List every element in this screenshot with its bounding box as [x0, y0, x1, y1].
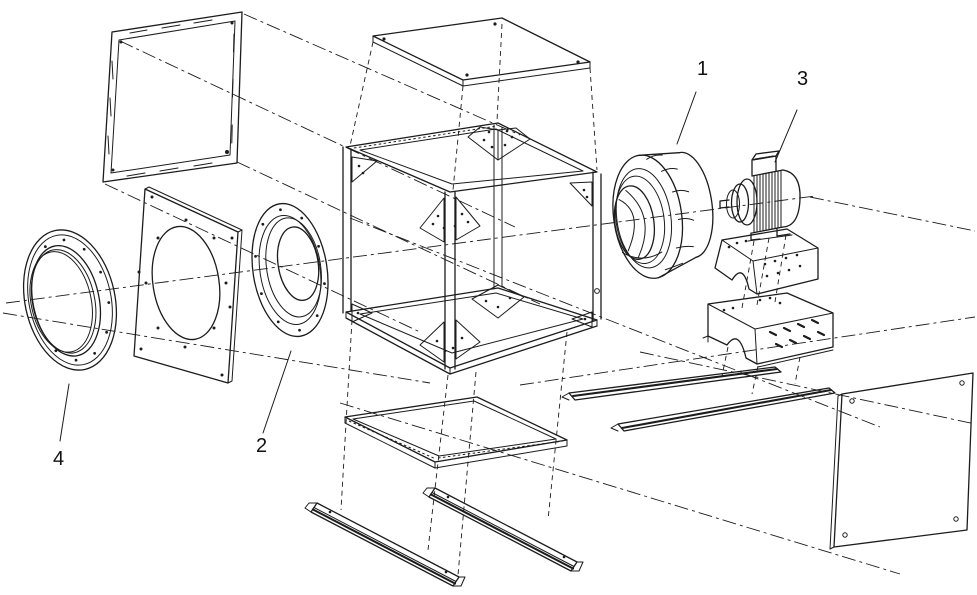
motor-terminal-box — [751, 150, 780, 176]
part-top-panel — [372, 17, 591, 87]
cone-bolt-holes — [254, 208, 326, 332]
part-base-rail-b — [422, 487, 584, 572]
callout-1: 1 — [676, 58, 708, 145]
impeller-blades — [618, 154, 695, 271]
callout-1-label: 1 — [697, 58, 708, 80]
callout-1-leader — [676, 91, 697, 145]
motor-end-bell — [782, 169, 801, 228]
part-bottom-pan — [344, 396, 568, 469]
motor-fins — [753, 169, 782, 234]
part-slide-strip-a — [561, 366, 782, 401]
part-side-panel-right — [829, 372, 974, 550]
ring-bolt-holes — [43, 238, 111, 362]
callout-3-label: 3 — [797, 68, 808, 90]
part-motor-mount-upper — [714, 228, 819, 295]
callout-2: 2 — [256, 350, 292, 457]
part-side-panel-left — [102, 11, 243, 183]
part-motor-mount-lower — [702, 292, 834, 368]
part-inlet-flange-ring — [22, 229, 118, 371]
centerlines — [2, 13, 976, 575]
frame-post-hole — [594, 288, 600, 294]
callout-3-leader — [774, 109, 798, 163]
part-inlet-panel — [133, 186, 243, 384]
part-slide-strip-b — [610, 387, 836, 432]
assembly-guide-lines — [340, 23, 801, 576]
callout-2-leader — [262, 350, 292, 434]
callout-4: 4 — [53, 383, 70, 470]
part-inlet-cone — [251, 202, 329, 338]
panel-bolt-holes — [137, 195, 234, 377]
callout-3: 3 — [774, 68, 808, 163]
part-fan-impeller — [612, 151, 714, 279]
callout-4-leader — [59, 383, 70, 442]
mount-rivets — [722, 296, 826, 349]
motor-shaft — [719, 199, 730, 209]
callout-4-label: 4 — [53, 448, 64, 470]
part-electric-motor — [719, 150, 801, 242]
part-base-rail-a — [304, 502, 466, 587]
callout-2-label: 2 — [256, 435, 267, 457]
part-cube-frame — [342, 122, 602, 375]
frame-corner-gussets — [351, 126, 593, 363]
